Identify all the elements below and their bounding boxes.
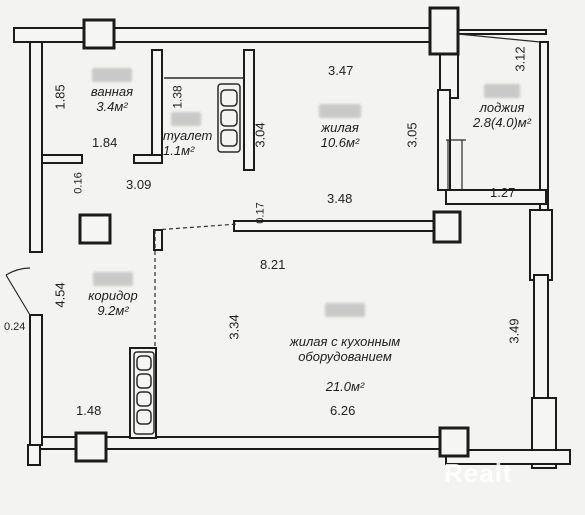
room-loggia-area: 2.8(4.0)м² <box>472 115 532 130</box>
dim-kitchen-bottom-width: 6.26 <box>330 403 356 418</box>
dim-bath-thick: 0.16 <box>72 172 85 194</box>
wall-kitchen-right <box>529 209 553 281</box>
dim-bath-height: 1.85 <box>52 84 68 110</box>
wall-bath-bottom <box>41 154 83 164</box>
dashed-boundary-top <box>154 223 239 231</box>
dim-living-height: 3.05 <box>404 122 420 148</box>
dim-corridor-bottom-width: 1.48 <box>76 403 102 418</box>
room-bath: ванная 3.4м² <box>80 68 144 114</box>
toilet-fixtures <box>164 77 244 153</box>
room-corridor-name: коридор <box>88 288 138 303</box>
room-bath-area: 3.4м² <box>96 99 128 114</box>
toilet-tank <box>217 83 241 153</box>
room-toilet-name: туалет <box>163 128 213 143</box>
entry-door <box>5 267 31 316</box>
walls <box>13 19 571 469</box>
column-bottom-left <box>74 431 108 463</box>
dim-loggia-height: 3.12 <box>512 46 528 72</box>
room-living-name: жилая <box>321 120 359 135</box>
wall-toilet-living <box>243 49 255 171</box>
room-living-area: 10.6м² <box>320 135 360 150</box>
room-kitchen-area: 21.0м² <box>325 379 365 394</box>
room-loggia-name: лоджия <box>479 100 525 115</box>
dim-loggia-width: 1.27 <box>490 185 516 200</box>
wall-kitchen-right-2 <box>533 274 549 401</box>
wall-left-upper <box>29 41 43 253</box>
wall-corridor-left-2 <box>27 444 41 466</box>
wall-bath-toilet <box>151 49 163 161</box>
column-bottom-right <box>438 426 470 458</box>
loggia-lines <box>446 33 541 190</box>
room-toilet-area: 1.1м² <box>163 143 195 158</box>
dim-kitchen-top-width: 8.21 <box>260 257 286 272</box>
room-kitchen-name: жилая с кухонным оборудованием <box>289 334 401 364</box>
wall-top <box>13 27 445 43</box>
dim-toilet-height: 3.04 <box>252 122 268 148</box>
room-living: жилая 10.6м² <box>300 104 380 150</box>
column-mid-left <box>78 213 112 245</box>
column-top-right <box>428 6 460 56</box>
room-bath-name: ванная <box>90 84 134 99</box>
dim-wall-thick: 0.17 <box>254 202 267 224</box>
dim-hall-width: 3.09 <box>126 177 152 192</box>
column-top-left <box>82 18 116 50</box>
column-mid-right <box>432 210 462 244</box>
dim-top-living-width: 3.47 <box>328 63 354 78</box>
watermark-logo: Realt <box>444 458 513 488</box>
wall-bath-bottom-2 <box>133 154 163 164</box>
dim-kitchen-height-left: 3.34 <box>226 314 242 340</box>
dim-entry-thick: 0.24 <box>4 321 26 333</box>
dim-living-bottom-width: 3.48 <box>327 191 353 206</box>
room-corridor-area: 9.2м² <box>97 303 129 318</box>
dim-corridor-height: 4.54 <box>52 282 68 308</box>
wardrobe-fixture <box>133 351 155 435</box>
dim-bath-width: 1.84 <box>92 135 118 150</box>
room-loggia: лоджия 2.8(4.0)м² <box>462 84 542 130</box>
wall-loggia-top <box>457 29 547 35</box>
dim-kitchen-height-right: 3.49 <box>506 318 522 344</box>
dim-toilet-upper: 1.38 <box>170 85 185 109</box>
room-toilet: туалет 1.1м² <box>163 112 213 158</box>
wall-loggia-bottom <box>445 189 547 205</box>
room-kitchen: жилая с кухонным оборудованием 21.0м² <box>260 288 430 394</box>
wall-corridor-left <box>29 314 43 446</box>
columns <box>74 6 470 463</box>
room-corridor: коридор 9.2м² <box>72 272 154 318</box>
